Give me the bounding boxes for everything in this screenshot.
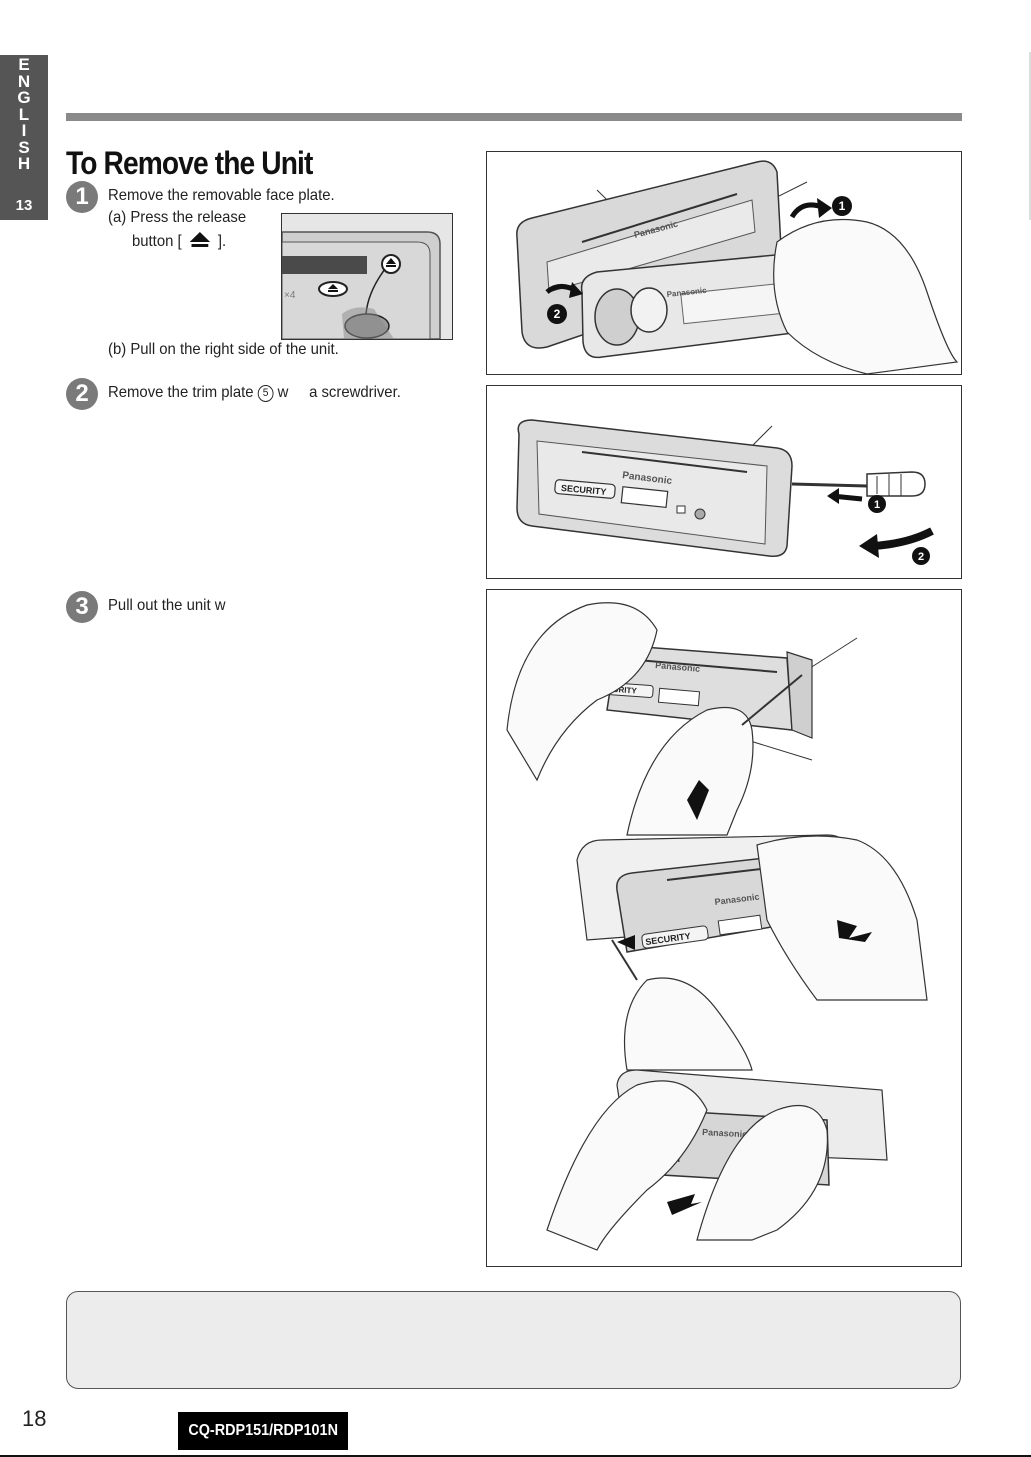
release-button-inset: ×4 (281, 213, 453, 340)
page-number: 18 (22, 1406, 47, 1431)
callout-2-fig1: 2 (554, 307, 561, 321)
step-3-text: Pull out the unit w (108, 597, 226, 614)
release-button-illustration: ×4 (282, 214, 452, 339)
model-label: CQ-RDP151/RDP101N (178, 1412, 348, 1450)
lang-letter: H (17, 154, 31, 173)
page-title: To Remove the Unit (66, 145, 313, 181)
callout-1-fig1: 1 (839, 199, 846, 213)
eject-icon (189, 232, 210, 247)
security-label-trim: SECURITY (561, 483, 607, 497)
lang-letter: L (18, 104, 30, 124)
header-rule (66, 113, 962, 121)
figure-face-plate-removal: Panasonic Panasonic 1 2 (486, 151, 962, 375)
language-tab: E N G L I S H 13 (0, 55, 48, 220)
step-1-text: Remove the removable face plate. (108, 187, 335, 204)
security-label-top: CURITY (607, 684, 638, 695)
figure-pull-out-unit: Panasonic CURITY Panasonic SECURITY Pana… (486, 589, 962, 1267)
step-2-pre: Remove the trim plate (108, 384, 254, 401)
lang-letter: I (21, 121, 27, 140)
figure-trim-plate-removal: Panasonic SECURITY 1 2 (486, 385, 962, 579)
note-box (66, 1291, 961, 1389)
lang-letter: G (17, 88, 31, 107)
step-1b-text: (b) Pull on the right side of the unit. (108, 341, 339, 358)
language-letters: E N G L I S H (0, 55, 48, 173)
inset-x4-label: ×4 (284, 290, 296, 301)
model-text: CQ-RDP151/RDP101N (188, 1422, 338, 1439)
step-1a-post: ]. (217, 233, 227, 250)
pull-out-illustration: Panasonic CURITY Panasonic SECURITY Pana… (506, 602, 928, 1251)
step-1a-line2: button [ ]. (132, 231, 226, 251)
lang-letter: E (18, 55, 30, 74)
step-2-number: 2 (66, 378, 98, 410)
brand-label-front: Panasonic (666, 286, 707, 299)
callout-2-fig2: 2 (918, 551, 924, 563)
footer-rule (0, 1455, 1031, 1457)
step-2-text: Remove the trim plate 5 w a screwdriver. (108, 384, 401, 402)
step-1a-pre: button [ (132, 233, 182, 250)
step-2-post: w a screwdriver. (277, 384, 401, 401)
face-plate-illustration: Panasonic Panasonic 1 2 (516, 160, 959, 374)
lang-letter: N (17, 71, 31, 91)
callout-1-fig2: 1 (874, 499, 880, 511)
section-number: 13 (15, 197, 33, 214)
trim-plate-illustration: Panasonic SECURITY 1 2 (516, 419, 934, 565)
step-1-number: 1 (66, 181, 98, 213)
brand-label-bottom: Panasonic (702, 1127, 747, 1139)
step-3-number: 3 (66, 591, 98, 623)
brand-label-top: Panasonic (655, 660, 701, 674)
step-1a-line1: (a) Press the release (108, 209, 247, 226)
right-edge-line (1029, 52, 1031, 220)
circled-ref-5: 5 (257, 385, 274, 402)
lang-letter: S (18, 137, 30, 157)
